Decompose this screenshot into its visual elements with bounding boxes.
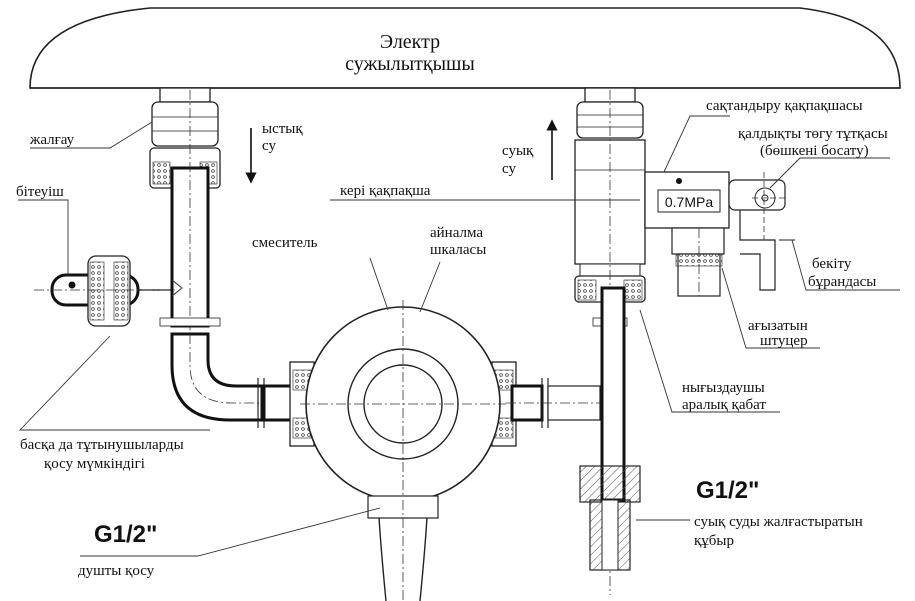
heater-title-line1: Электр: [380, 31, 440, 53]
label-plug: бітеуіш: [16, 184, 64, 200]
hot-elbow-pipe: [159, 317, 296, 428]
heater-title-line2: сужылытқышы: [345, 53, 475, 75]
label-drain-handle-2: (бөшкені босату): [760, 143, 869, 159]
label-shower: душты қосу: [78, 563, 155, 579]
label-drain-handle-1: қалдықты төгу тұтқасы: [738, 126, 888, 142]
label-other-users-1: басқа да тұтынушыларды: [20, 437, 184, 453]
label-fix-screw-1: бекіту: [812, 256, 852, 272]
label-thread-left: G1/2": [94, 521, 157, 548]
cold-vertical-pipe: [579, 286, 641, 571]
label-mixer: смеситель: [252, 235, 318, 251]
hot-outlet-fitting: [149, 87, 221, 189]
mixer-body: [289, 300, 517, 601]
safety-valve: [644, 171, 795, 297]
label-dial-1: айналма: [430, 225, 483, 241]
label-coupling: жалғау: [29, 132, 75, 148]
label-gasket-2: аралық қабат: [682, 397, 766, 413]
label-drain-fitting-2: штуцер: [760, 333, 808, 349]
pressure-value: 0.7MPa: [665, 194, 713, 210]
plug-fitting: [34, 255, 175, 327]
heater-tank: [29, 7, 901, 89]
label-fix-screw-2: бұрандасы: [808, 274, 876, 290]
label-cold-water-2: су: [502, 161, 516, 177]
hot-vertical-pipe: [170, 90, 210, 330]
label-cold-pipe-1: суық суды жалғастыратын: [694, 514, 863, 530]
label-hot-water-1: ыстық: [262, 121, 303, 137]
label-hot-water-2: су: [262, 138, 276, 154]
label-cold-water-1: суық: [502, 143, 534, 159]
label-gasket-1: нығыздаушы: [682, 380, 765, 396]
label-drain-fitting-1: ағызатын: [748, 318, 808, 334]
leader-lines: [18, 115, 900, 557]
label-check-valve: кері қақпақша: [340, 183, 431, 199]
label-other-users-2: қосу мүмкіндігі: [44, 456, 145, 472]
label-dial-2: шкаласы: [430, 242, 486, 258]
label-thread-right: G1/2": [696, 477, 759, 504]
label-cold-pipe-2: құбыр: [694, 533, 734, 549]
label-safety-valve: сақтандыру қақпақшасы: [706, 98, 863, 114]
cold-horizontal-pipe: [506, 378, 601, 428]
